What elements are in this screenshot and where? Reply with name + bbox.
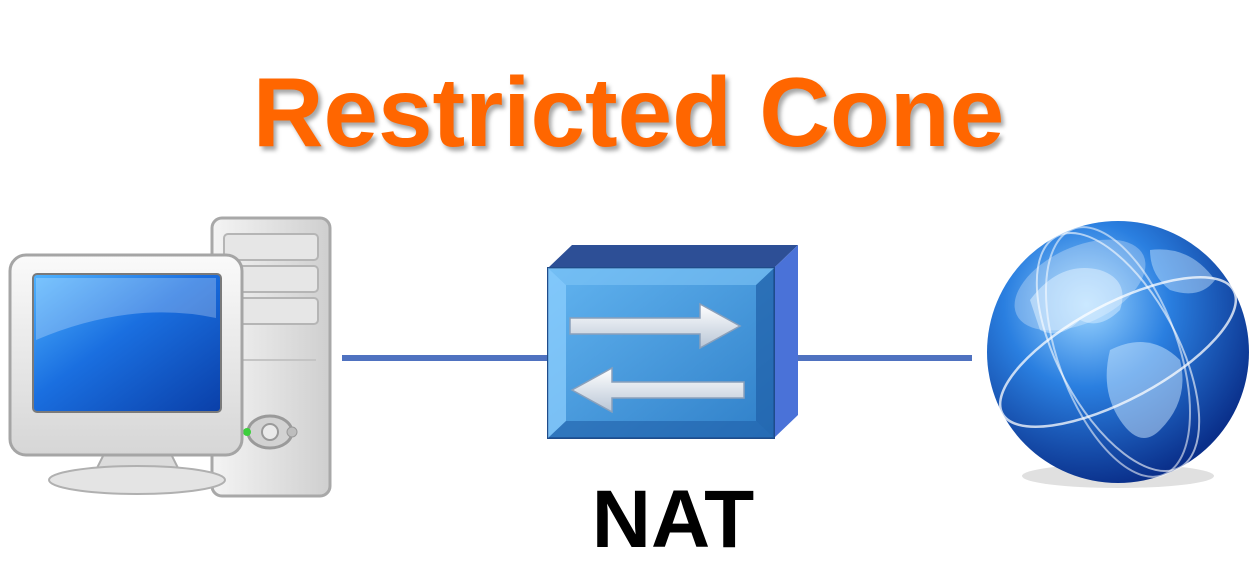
globe-icon (987, 221, 1249, 488)
desktop-computer-icon (8, 216, 332, 498)
nat-router-icon (547, 245, 798, 439)
nat-label: NAT (591, 474, 755, 565)
left-arrow-icon (570, 366, 745, 414)
diagram-title: Restricted Cone (252, 57, 1005, 167)
right-arrow-icon (569, 302, 742, 350)
